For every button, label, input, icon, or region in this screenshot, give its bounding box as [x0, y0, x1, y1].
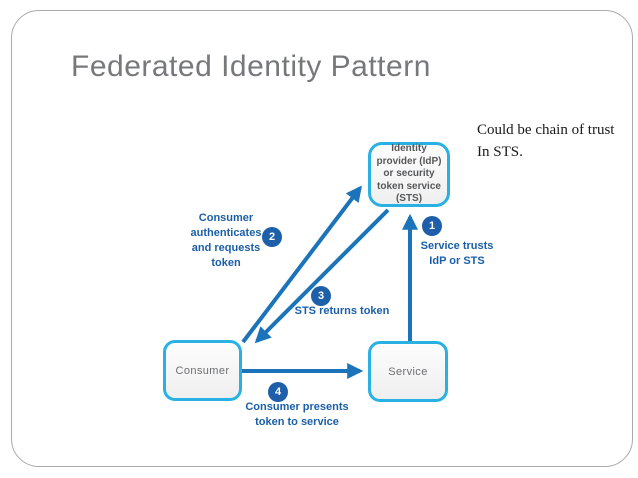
note-text: Could be chain of trust In STS. — [477, 119, 627, 163]
node-identity-provider: Identity provider (IdP) or security toke… — [368, 142, 450, 207]
step-3-label: STS returns token — [294, 305, 390, 317]
step-1-label: Service trusts IdP or STS — [420, 240, 494, 267]
note-line-1: Could be chain of trust — [477, 122, 615, 138]
step-2-label: Consumer authenticates and requests toke… — [190, 212, 262, 269]
note-line-2: In STS. — [477, 144, 523, 160]
step-1-badge: 1 — [422, 216, 442, 236]
step-2-badge: 2 — [262, 227, 282, 247]
step-3-badge: 3 — [311, 286, 331, 306]
step-4-label: Consumer presents token to service — [245, 401, 349, 428]
slide-title: Federated Identity Pattern — [71, 50, 431, 83]
node-consumer: Consumer — [163, 340, 242, 401]
step-4-badge: 4 — [268, 382, 288, 402]
node-service: Service — [368, 341, 448, 402]
